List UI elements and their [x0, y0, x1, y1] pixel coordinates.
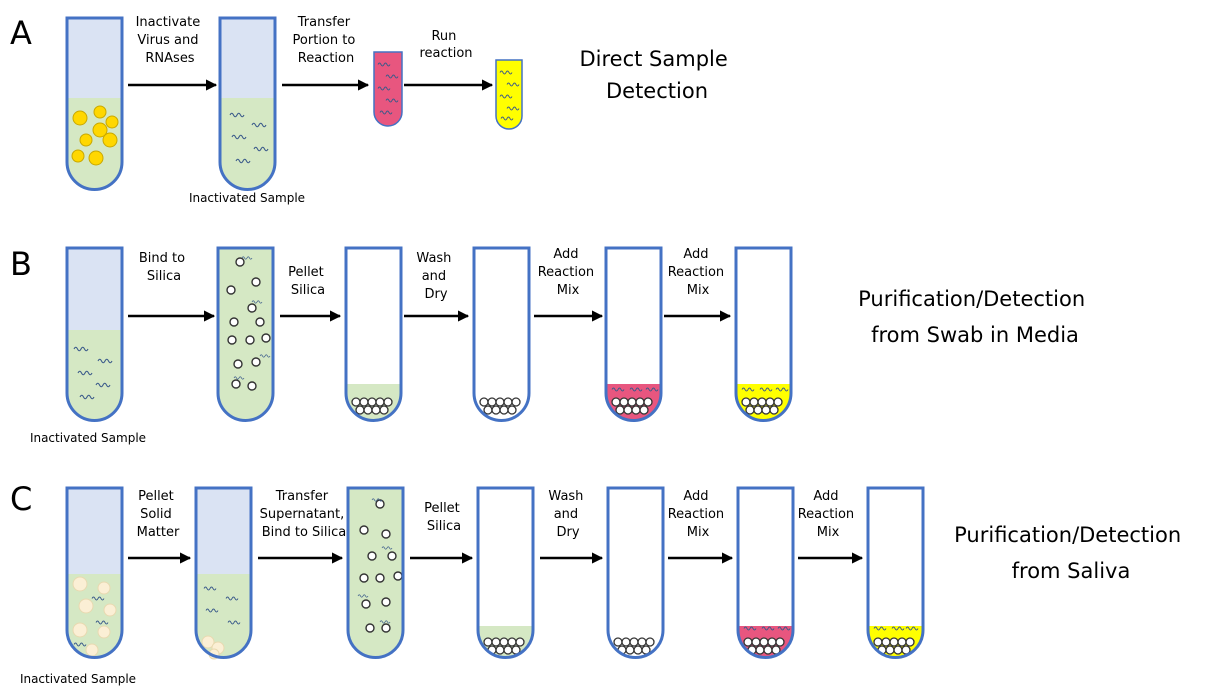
step-label-c2: Transfer Supernatant, Bind to Silica — [260, 489, 349, 540]
tube-a3-pink — [373, 51, 403, 127]
step-label-c3: Pellet Silica — [424, 501, 464, 534]
tube-b5 — [604, 246, 663, 422]
tube-b3 — [344, 246, 403, 422]
tube-a4-yellow — [495, 59, 523, 130]
tube-a2 — [218, 16, 277, 191]
caption-b: Inactivated Sample — [30, 431, 146, 445]
title-c: Purification/Detection from Saliva — [954, 523, 1188, 583]
tube-b6 — [734, 246, 793, 422]
caption-c: Inactivated Sample — [20, 672, 136, 686]
step-label-a2: Transfer Portion to Reaction — [293, 15, 360, 66]
title-a: Direct Sample Detection — [580, 47, 735, 103]
tube-c3 — [346, 486, 405, 659]
step-label-a3: Run reaction — [419, 29, 472, 61]
silica-beads — [226, 257, 271, 391]
tube-b2 — [216, 246, 275, 422]
panel-b: B Inactivated Sample Bind to Silica — [10, 245, 1092, 445]
panel-a-letter: A — [10, 14, 32, 52]
title-b: Purification/Detection from Swab in Medi… — [858, 287, 1092, 347]
step-label-b2: Pellet Silica — [288, 265, 328, 298]
tube-b4 — [472, 246, 531, 422]
step-label-c4: Wash and Dry — [548, 489, 587, 540]
step-label-c5: Add Reaction Mix — [668, 489, 729, 540]
step-label-b4: Add Reaction Mix — [538, 247, 599, 298]
step-label-c6: Add Reaction Mix — [798, 489, 859, 540]
step-label-b5: Add Reaction Mix — [668, 247, 729, 298]
tube-c1 — [65, 486, 124, 659]
step-label-c1: Pellet Solid Matter — [137, 489, 180, 540]
tube-c7 — [866, 486, 925, 659]
tube-c6 — [736, 486, 795, 659]
solid-matter — [72, 576, 117, 657]
step-label-b1: Bind to Silica — [139, 251, 189, 284]
tube-a1 — [65, 16, 124, 191]
caption-a: Inactivated Sample — [189, 191, 305, 205]
tube-b1 — [65, 246, 124, 422]
panel-a: A Inactivate Virus and RNAses — [10, 14, 735, 205]
tube-c2 — [194, 486, 253, 660]
panel-b-letter: B — [10, 245, 32, 283]
virus-particles — [71, 105, 119, 166]
tube-c5 — [606, 486, 665, 659]
tube-c4 — [476, 486, 535, 659]
step-label-a1: Inactivate Virus and RNAses — [136, 15, 205, 66]
step-label-b3: Wash and Dry — [416, 251, 455, 302]
panel-c: C Inactivated Sample Pellet Solid Matter — [10, 480, 1188, 686]
panel-c-letter: C — [10, 480, 32, 518]
